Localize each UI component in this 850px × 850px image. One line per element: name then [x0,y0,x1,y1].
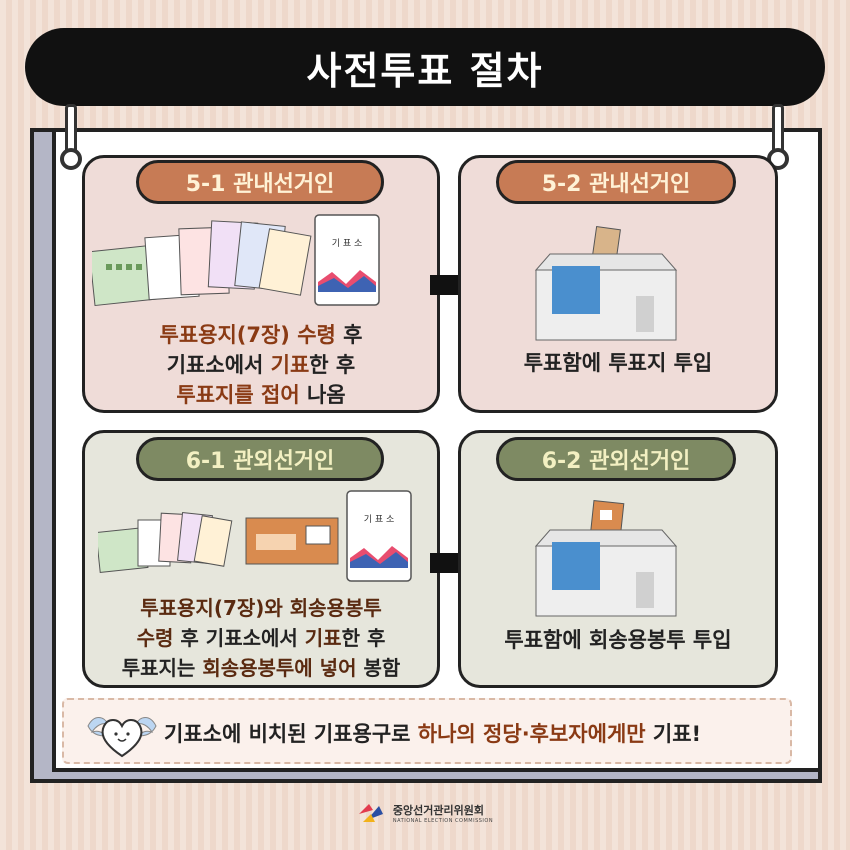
ballots-illustration-2 [98,512,233,573]
text-receive-ballots-envelope: 투표용지(7장)와 회송용봉투 [140,596,382,620]
text-put-in-envelope: 회송용봉투에 넣어 [202,656,357,680]
text-exit: 나옴 [299,383,346,407]
voting-booth-icon: 기 표 소 [314,214,380,306]
title-bar: 사전투표 절차 [25,28,825,106]
return-envelope-icon [245,517,339,565]
left-ring [60,148,82,170]
booth-label-2: 기 표 소 [364,514,395,525]
notice-text: 기표소에 비치된 기표용구로 하나의 정당·후보자에게만 기표! [164,718,701,748]
org-name: 중앙선거관리위원회 [392,804,484,817]
org-name-en: NATIONAL ELECTION COMMISSION [392,818,494,824]
text-fold-ballot: 투표지를 접어 [176,383,300,407]
winged-heart-icon [87,717,157,758]
panel-6-2-text: 투표함에 회송용봉투 투입 [504,628,732,652]
panel-5-2-text: 투표함에 투표지 투입 [523,351,713,375]
text-receive-ballots: 투표용지(7장) 수령 [159,323,336,347]
notice-text-a: 기표소에 비치된 기표용구로 [164,722,418,746]
badge-5-2: 5-2 관내선거인 [496,160,736,204]
left-hanger [65,104,77,154]
text-ballot-is: 투표지는 [121,656,203,680]
text-after-mark: 한 후 [309,353,356,377]
panel-6-1-text: 투표용지(7장)와 회송용봉투 수령 후 기표소에서 기표한 후 투표지는 회송… [85,593,437,683]
voting-booth-icon-2: 기 표 소 [346,490,412,582]
panel-5-1-text: 투표용지(7장) 수령 후 기표소에서 기표한 후 투표지를 접어 나옴 [85,320,437,410]
text-receive: 수령 [136,626,174,650]
nec-logo-icon [358,804,383,822]
text-seal: 봉함 [356,656,401,680]
notice-text-c: 기표! [645,722,702,746]
text-in-booth-2: 후 기표소에서 [173,626,305,650]
ballots-illustration-1 [92,220,312,307]
badge-6-1: 6-1 관외선거인 [136,437,384,481]
text-mark: 기표 [270,353,310,377]
badge-5-1: 5-1 관내선거인 [136,160,384,204]
ballot-box-envelope-icon [534,499,678,617]
right-hanger [772,104,784,154]
ballot-box-icon [534,225,678,341]
text-after: 후 [335,323,363,347]
notice-text-highlight: 하나의 정당·후보자에게만 [417,722,646,746]
text-mark-2: 기표 [304,626,342,650]
notice-box: 기표소에 비치된 기표용구로 하나의 정당·후보자에게만 기표! [62,698,792,764]
text-after-2: 한 후 [341,626,386,650]
booth-label: 기 표 소 [332,238,363,249]
footer: 중앙선거관리위원회 NATIONAL ELECTION COMMISSION [0,800,850,826]
badge-6-2: 6-2 관외선거인 [496,437,736,481]
text-in-booth: 기표소에서 [166,353,271,377]
page-title: 사전투표 절차 [306,48,544,93]
ballot-paper-icon [92,220,312,307]
